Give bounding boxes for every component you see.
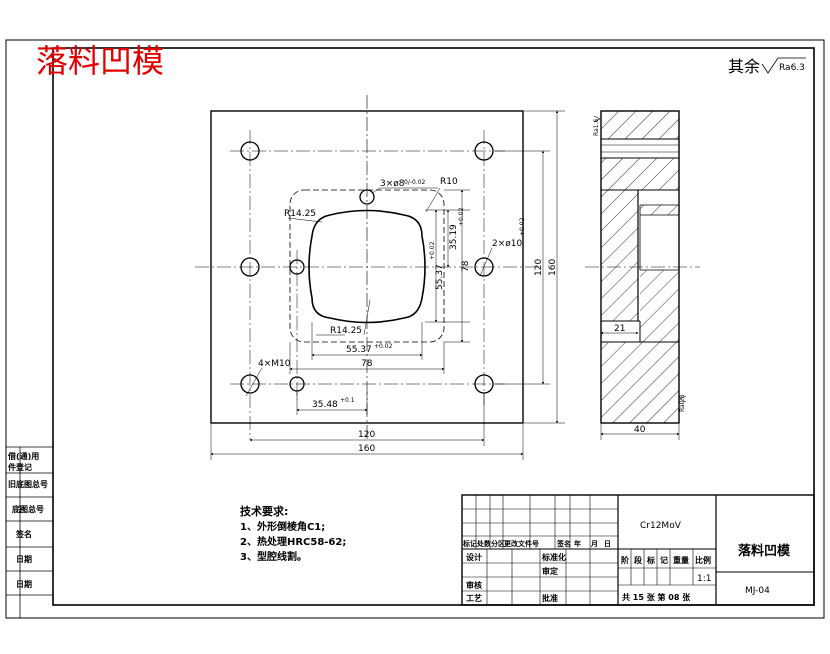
dim-78-h: 78 xyxy=(361,359,373,369)
rev-h-5: 签名 xyxy=(556,539,571,548)
dim-55-37-h: 55.37 xyxy=(346,345,372,355)
label-r10: R10 xyxy=(440,177,458,187)
scale: 1:1 xyxy=(697,574,711,584)
roughness-note-value: Ra6.3 xyxy=(779,63,805,73)
row-label-design: 设计 xyxy=(466,552,482,562)
stage-h-6: 比例 xyxy=(695,555,711,565)
plan-view-labels: 3×ø8 0/-0.02 R10 R14.25 R14.25 2×ø10 +0.… xyxy=(258,177,558,454)
rev-h-7: 月 xyxy=(590,540,598,548)
row-label-review: 审核 xyxy=(466,580,482,590)
stage-h-3: 标 xyxy=(646,555,655,565)
plan-view xyxy=(195,95,565,460)
section-view xyxy=(585,110,700,440)
pin-hole-top xyxy=(359,189,375,205)
row-label-approve: 批准 xyxy=(542,593,558,603)
rev-h-1: 标记 xyxy=(462,539,477,548)
tech-item-2: 2、热处理HRC58-62; xyxy=(240,535,346,548)
rev-h-8: 日 xyxy=(604,540,611,548)
dim-55-37-v-tol: +0.02 xyxy=(429,241,436,260)
pin-hole-bottom xyxy=(289,376,305,392)
strip-cell-5: 签名 xyxy=(15,529,32,539)
dim-55-37-v: 55.37 xyxy=(435,264,445,290)
tech-item-3: 3、型腔线割。 xyxy=(240,550,307,563)
left-strip xyxy=(6,446,53,618)
drawing-number: MJ-04 xyxy=(745,586,770,596)
sheet-count: 共 15 张 第 08 张 xyxy=(622,592,691,602)
dim-35-19: 35.19 xyxy=(449,224,459,250)
tech-item-1: 1、外形倒棱角C1; xyxy=(240,520,325,533)
thread-hole-tl xyxy=(240,141,260,161)
thread-hole-tr xyxy=(474,141,494,161)
bolt-hole-left xyxy=(240,257,260,277)
inner-frame xyxy=(52,47,815,606)
strip-cell-7: 日期 xyxy=(16,579,32,589)
rev-h-6: 年 xyxy=(574,539,581,548)
row-label-process: 工艺 xyxy=(466,593,482,603)
label-bolt-holes: 2×ø10 xyxy=(492,239,522,249)
dim-120-v: 120 xyxy=(534,259,544,276)
rev-h-4: 更改文件号 xyxy=(504,539,539,548)
part-name: 落料凹模 xyxy=(738,543,791,559)
left-strip-labels: 借(通)用 件登记 旧底图总号 底图总号 签名 日期 日期 xyxy=(7,451,48,589)
dim-35-48: 35.48 xyxy=(312,400,338,410)
section-view-labels: 21 40 Ra1.6 Ra0.8 xyxy=(593,119,686,435)
dim-160-h: 160 xyxy=(358,444,375,454)
thread-hole-bl xyxy=(240,374,260,394)
dim-40: 40 xyxy=(634,425,646,435)
rev-h-2: 处数 xyxy=(476,539,492,548)
material: Cr12MoV xyxy=(640,521,682,531)
label-bolt-tol: +0.02 xyxy=(519,217,526,236)
label-r14-top: R14.25 xyxy=(284,209,316,219)
stage-h-5: 重量 xyxy=(673,555,689,565)
dim-21: 21 xyxy=(614,324,625,334)
dim-120-h: 120 xyxy=(358,430,375,440)
drawing-title-red: 落料凹模 xyxy=(36,42,164,80)
cavity-outline xyxy=(308,209,426,324)
tech-title: 技术要求: xyxy=(240,504,288,518)
stage-h-2: 段 xyxy=(634,555,642,565)
dim-78-v: 78 xyxy=(461,260,471,272)
label-thread-holes: 4×M10 xyxy=(258,359,291,369)
strip-cell-4: 底图总号 xyxy=(11,504,44,514)
rev-h-3: 分区 xyxy=(491,539,505,548)
strip-cell-1: 借(通)用 xyxy=(7,451,39,461)
dim-55-37-h-tol: +0.02 xyxy=(374,343,393,350)
roughness-note: 其余 Ra6.3 xyxy=(728,57,806,76)
roughness-note-text: 其余 xyxy=(728,57,760,76)
title-block-text: Cr12MoV 落料凹模 MJ-04 标记 处数 分区 更改文件号 签名 年 月… xyxy=(462,521,791,603)
strip-cell-6: 日期 xyxy=(16,554,32,564)
label-pin-tol: 0/-0.02 xyxy=(404,179,426,186)
roughness-bottom-label: Ra0.8 xyxy=(679,395,686,412)
dim-35-19-tol: +0.02 xyxy=(458,207,465,226)
stage-h-1: 阶 xyxy=(621,555,629,565)
label-pin-holes: 3×ø8 xyxy=(380,179,405,189)
tech-requirements: 技术要求: 1、外形倒棱角C1; 2、热处理HRC58-62; 3、型腔线割。 xyxy=(240,504,346,563)
dim-35-48-tol: +0.1 xyxy=(340,397,355,404)
stage-h-4: 记 xyxy=(660,555,668,565)
pin-hole-left xyxy=(289,259,305,275)
bolt-hole-right xyxy=(474,257,494,277)
row-label-standard: 标准化 xyxy=(541,552,566,562)
dim-160-v: 160 xyxy=(548,259,558,276)
title-block xyxy=(461,494,815,606)
roughness-top-label: Ra1.6 xyxy=(593,119,600,136)
label-r14-bottom: R14.25 xyxy=(330,326,362,336)
strip-cell-2: 件登记 xyxy=(8,462,32,472)
row-label-final: 审定 xyxy=(542,566,558,576)
strip-cell-3: 旧底图总号 xyxy=(8,479,48,489)
die-outline xyxy=(210,110,524,424)
outer-frame xyxy=(5,39,825,619)
